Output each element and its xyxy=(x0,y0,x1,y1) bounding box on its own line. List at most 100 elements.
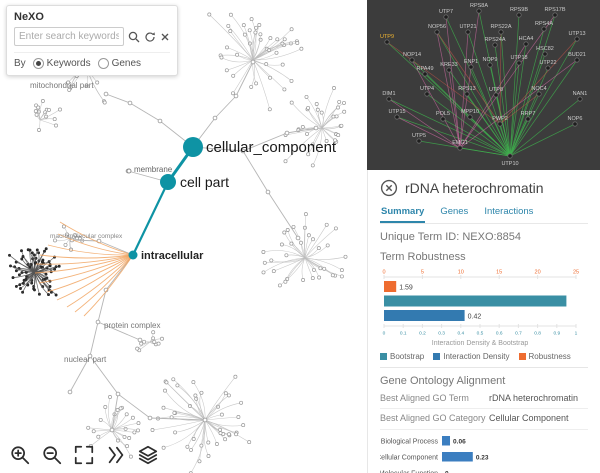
network-node[interactable] xyxy=(440,116,446,122)
zoom-out-button[interactable] xyxy=(41,444,63,466)
network-node[interactable] xyxy=(465,29,471,35)
network-node[interactable] xyxy=(422,71,428,77)
radio-genes[interactable] xyxy=(97,58,109,69)
search-panel: NeXO By Keywords xyxy=(6,5,178,76)
network-node[interactable] xyxy=(409,57,415,63)
alignment-section-label: Gene Ontology Alignment xyxy=(380,375,506,388)
network-node[interactable] xyxy=(384,39,390,45)
svg-text:0: 0 xyxy=(445,470,449,473)
reset-icon[interactable] xyxy=(144,31,156,43)
close-button[interactable] xyxy=(380,179,398,197)
radio-keywords[interactable] xyxy=(32,58,44,69)
network-node-label: POL5 xyxy=(436,111,450,117)
network-node[interactable] xyxy=(541,26,547,32)
svg-text:0.6: 0.6 xyxy=(496,331,503,337)
network-node[interactable] xyxy=(536,91,542,97)
network-node[interactable] xyxy=(498,29,504,35)
network-node[interactable] xyxy=(424,91,430,97)
tree-label: mitochondrial part xyxy=(30,81,94,90)
collapse-button[interactable] xyxy=(105,444,127,466)
network-node[interactable] xyxy=(386,96,392,102)
network-node[interactable] xyxy=(572,121,578,127)
network-node[interactable] xyxy=(574,57,580,63)
detail-header: rDNA heterochromatin xyxy=(380,179,588,197)
zoom-in-icon xyxy=(11,446,30,465)
tree-label: nuclear part xyxy=(64,355,107,364)
network-node[interactable] xyxy=(434,29,440,35)
search-mode-row: By Keywords Genes xyxy=(14,52,170,69)
network-node-label: RPS22A xyxy=(490,24,511,30)
svg-text:10: 10 xyxy=(458,270,464,276)
network-node-label: BUD21 xyxy=(568,52,586,58)
detail-tabs: Summary Genes Interactions xyxy=(380,203,588,224)
tab-interactions[interactable]: Interactions xyxy=(484,206,534,217)
network-node[interactable] xyxy=(467,114,473,120)
search-input[interactable] xyxy=(14,27,124,46)
network-node-label: UTP8 xyxy=(489,87,503,93)
tab-genes[interactable]: Genes xyxy=(440,206,469,217)
network-node[interactable] xyxy=(577,96,583,102)
network-node[interactable] xyxy=(416,138,422,144)
network-node-label: RPS9B xyxy=(510,7,528,13)
legend-interaction-density: Interaction Density xyxy=(433,352,510,361)
app-title: NeXO xyxy=(14,11,44,23)
tree-node-cell-part[interactable] xyxy=(160,174,176,190)
search-icon[interactable] xyxy=(128,31,140,43)
network-node[interactable] xyxy=(574,36,580,42)
tab-summary[interactable]: Summary xyxy=(380,203,426,223)
svg-text:0.4: 0.4 xyxy=(457,331,464,337)
zoom-fit-button[interactable] xyxy=(73,444,95,466)
layers-button[interactable] xyxy=(137,444,159,466)
mode-keywords-label: Keywords xyxy=(46,58,91,69)
svg-text:Molecular Function: Molecular Function xyxy=(380,470,438,473)
network-node[interactable] xyxy=(542,51,548,57)
network-node-label: ENP1 xyxy=(464,59,478,65)
legend-interaction-swatch xyxy=(433,353,441,361)
network-node-label: RPS13 xyxy=(458,86,475,92)
network-node-label: NAN1 xyxy=(573,91,588,97)
svg-text:0.1: 0.1 xyxy=(400,331,407,337)
network-node[interactable] xyxy=(552,12,558,18)
clear-icon[interactable] xyxy=(160,32,170,42)
network-node[interactable] xyxy=(487,62,493,68)
network-node[interactable] xyxy=(394,114,400,120)
network-node-label: RPS8A xyxy=(470,3,488,9)
network-node[interactable] xyxy=(545,65,551,71)
network-node-label: MPP10 xyxy=(461,109,479,115)
network-node-label: UTP18 xyxy=(510,55,527,61)
network-node-label: RPS17B xyxy=(544,7,565,13)
mode-keywords[interactable]: Keywords xyxy=(32,58,91,69)
network-node[interactable] xyxy=(492,42,498,48)
tree-node-intracellular[interactable] xyxy=(128,250,138,260)
svg-text:15: 15 xyxy=(496,270,502,276)
network-node[interactable] xyxy=(497,121,503,127)
svg-text:5: 5 xyxy=(421,270,424,276)
network-node-label: NOC4 xyxy=(531,86,546,92)
network-node[interactable] xyxy=(525,116,531,122)
network-node[interactable] xyxy=(523,41,529,47)
network-node[interactable] xyxy=(516,12,522,18)
tree-label: cell part xyxy=(180,174,229,190)
network-node[interactable] xyxy=(516,60,522,66)
alignment-row-term: Best Aligned GO Term rDNA heterochromati… xyxy=(380,389,588,410)
network-node[interactable] xyxy=(457,145,463,151)
tree-node-cellular_component[interactable] xyxy=(183,137,203,157)
network-node[interactable] xyxy=(507,153,513,159)
network-node[interactable] xyxy=(468,64,474,70)
svg-text:0.3: 0.3 xyxy=(438,331,445,337)
network-node[interactable] xyxy=(443,14,449,20)
zoom-in-button[interactable] xyxy=(9,444,31,466)
mode-genes[interactable]: Genes xyxy=(97,58,141,69)
network-node[interactable] xyxy=(446,67,452,73)
network-node[interactable] xyxy=(464,91,470,97)
network-node[interactable] xyxy=(476,8,482,14)
svg-text:Biological Process: Biological Process xyxy=(381,438,439,445)
term-id: Unique Term ID: NEXO:8854 xyxy=(380,231,522,243)
network-node[interactable] xyxy=(493,92,499,98)
